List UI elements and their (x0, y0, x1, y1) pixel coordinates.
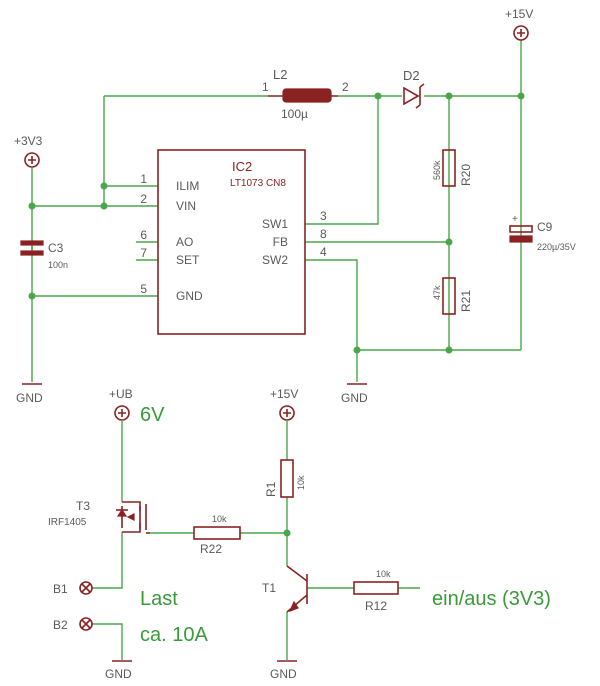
ic-pin-sw1: SW1 (262, 217, 288, 231)
gnd-2: GND (341, 383, 368, 405)
r12-value: 10k (376, 569, 391, 579)
capacitor-c3: C3 100n (20, 240, 68, 270)
supply-15v-mid-label: +15V (270, 387, 298, 401)
gnd-2-label: GND (341, 391, 368, 405)
supply-15v-top: +15V (505, 7, 533, 41)
resistor-r20: R20 560k (432, 149, 473, 187)
diode-d2: D2 (403, 68, 425, 109)
inductor-pin2: 2 (342, 80, 349, 94)
inductor-value: 100µ (281, 107, 308, 121)
ic-pin-num-5: 5 (140, 282, 147, 296)
capacitor-c9: + C9 220µ/35V (509, 214, 576, 252)
t3-name: T3 (76, 499, 90, 513)
connector-b2: B2 (53, 617, 93, 632)
ic-pin-gnd: GND (176, 289, 203, 303)
ic2: IC2 LT1073 CN8 ILIM VIN AO SET GND 1 2 6… (140, 149, 327, 335)
ic-part: LT1073 CN8 (230, 178, 286, 189)
r22-name: R22 (200, 542, 222, 556)
ic-pin-ao: AO (176, 235, 193, 249)
resistor-r21: R21 47k (432, 277, 473, 315)
transistor-t1: T1 (262, 565, 308, 613)
supply-ub: +UB (109, 387, 133, 421)
b2-label: B2 (53, 618, 68, 632)
c9-plus: + (512, 214, 518, 225)
ic-pin-set: SET (176, 253, 200, 267)
ic-pin-num-4: 4 (320, 245, 327, 259)
t1-name: T1 (262, 581, 276, 595)
note-switch: ein/aus (3V3) (432, 588, 551, 610)
ic-pin-num-3: 3 (320, 209, 327, 223)
gnd-1: GND (16, 383, 43, 405)
ic-pin-num-7: 7 (140, 246, 147, 260)
gnd-3: GND (105, 660, 132, 681)
c3-value: 100n (48, 260, 68, 270)
b1-label: B1 (53, 582, 68, 596)
supply-3v3-label: +3V3 (14, 134, 43, 148)
gnd-1-label: GND (16, 391, 43, 405)
top-wires (31, 40, 522, 382)
junction-dots (28, 92, 525, 537)
c9-name: C9 (537, 220, 553, 234)
mosfet-t3: T3 IRF1405 (48, 499, 150, 534)
ic-pin-sw2: SW2 (262, 253, 288, 267)
gnd-3-label: GND (105, 667, 132, 681)
r1-value: 10k (296, 475, 306, 490)
r21-value: 47k (432, 285, 442, 300)
r20-value: 560k (432, 160, 442, 180)
inductor-pin1: 1 (262, 80, 269, 94)
note-voltage: 6V (140, 404, 165, 426)
ic-pin-num-8: 8 (320, 227, 327, 241)
resistor-r12: R12 10k (353, 569, 399, 613)
ic-pin-num-2: 2 (140, 192, 147, 206)
resistor-r22: R22 10k (193, 514, 241, 556)
gnd-4-label: GND (270, 667, 297, 681)
gnd-4: GND (270, 660, 297, 681)
ic-pin-fb: FB (273, 235, 288, 249)
connector-b1: B1 (53, 581, 93, 596)
ic-pin-vin: VIN (176, 199, 196, 213)
r22-value: 10k (212, 514, 227, 524)
diode-name: D2 (403, 68, 420, 83)
r21-name: R21 (459, 290, 473, 312)
ic-pin-num-1: 1 (140, 172, 147, 186)
supply-ub-label: +UB (109, 387, 133, 401)
c9-value: 220µ/35V (537, 242, 576, 252)
bottom-wires (92, 420, 420, 661)
r1-name: R1 (264, 481, 278, 497)
inductor-name: L2 (273, 67, 287, 82)
c3-name: C3 (48, 241, 64, 255)
resistor-r1: R1 10k (264, 459, 306, 498)
supply-3v3: +3V3 (14, 134, 43, 168)
note-load: Last (140, 588, 178, 610)
supply-15v-mid: +15V (270, 387, 298, 421)
ic-pin-ilim: ILIM (176, 179, 199, 193)
r20-name: R20 (459, 164, 473, 186)
r12-name: R12 (365, 599, 387, 613)
ic-pin-num-6: 6 (140, 228, 147, 242)
inductor-l2: L2 100µ 1 2 (262, 67, 349, 121)
ic-name: IC2 (232, 159, 252, 174)
note-current: ca. 10A (140, 624, 208, 646)
supply-15v-top-label: +15V (505, 7, 533, 21)
t3-part: IRF1405 (48, 517, 87, 528)
